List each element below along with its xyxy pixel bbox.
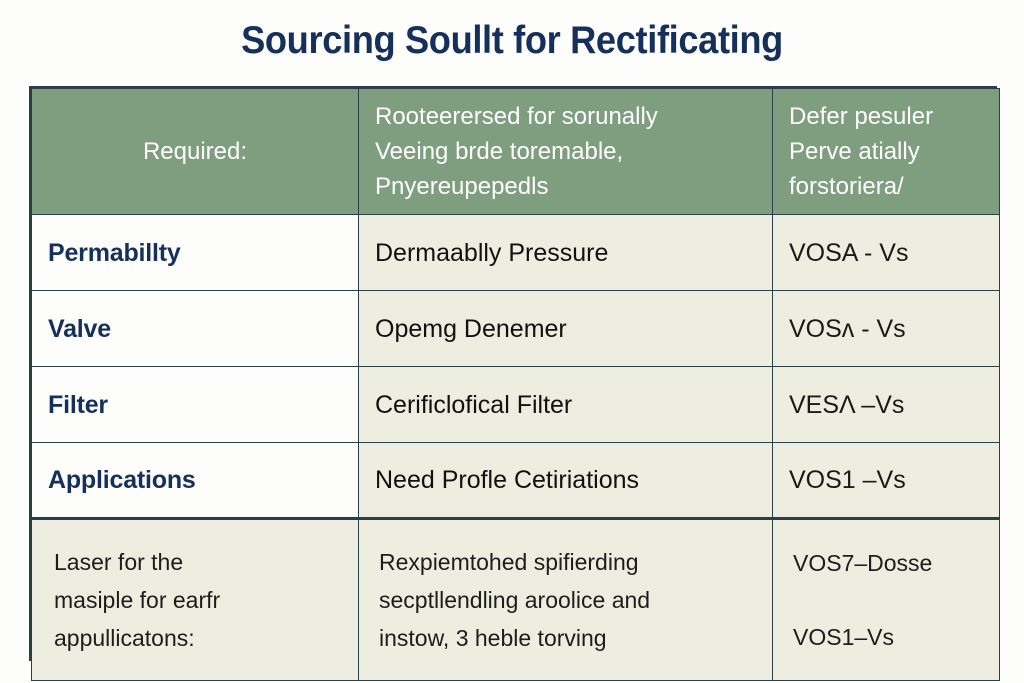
footer-line: appullicatons: [54,625,195,651]
header-cell-reference: Rooteerersed for sorunally Veeing brde t… [358,88,773,215]
header-line: Pnyereupepedls [375,173,549,200]
header-line: Veeing brde toremable, [375,138,624,165]
table-footer-row: Laser for the masiple for earfr appullic… [31,517,1000,681]
footer-line: Laser for the [54,549,184,575]
table-row: Filter Cerificlofical Filter VESΛ –Vs [31,366,1000,443]
header-line: Defer pesuler [789,103,934,130]
row-description: Dermaablly Pressure [358,214,773,291]
table-row: Permabillty Dermaablly Pressure VOSA - V… [31,214,1000,291]
footer-cell-description: Rexpiemtohed spifierding secptllendling … [358,517,773,681]
table-grid: Required: Rooteerersed for sorunally Vee… [31,88,1000,681]
footer-line: VOS1–Vs [793,624,894,650]
row-code: VOSʌ - Vs [772,290,1000,367]
header-cell-required: Required: [31,88,359,215]
footer-line: VOS7–Dosse [793,550,933,576]
footer-line: masiple for earfr [54,587,221,613]
row-label: Valve [31,290,359,367]
row-code: VOSA - Vs [772,214,1000,291]
footer-cell-codes: VOS7–Dosse VOS1–Vs [772,517,1000,681]
table-row: Valve Opemg Denemer VOSʌ - Vs [31,290,1000,367]
row-description: Cerificlofical Filter [358,366,773,443]
header-line: forstoriera/ [789,173,904,200]
requirements-table: Required: Rooteerersed for sorunally Vee… [29,86,1000,681]
row-code: VOS1 –Vs [772,442,1000,519]
row-label: Permabillty [31,214,359,291]
header-row: Required: Rooteerersed for sorunally Vee… [31,88,1000,215]
table-body: Permabillty Dermaablly Pressure VOSA - V… [31,214,1000,681]
row-code: VESΛ –Vs [772,366,1000,443]
header-line: Perve atially [789,138,920,165]
footer-line: secptllendling aroolice and [379,587,651,613]
header-cell-defer: Defer pesuler Perve atially forstoriera/ [772,88,1000,215]
page-title: Sourcing Soullt for Rectificating [241,19,783,62]
footer-cell-note: Laser for the masiple for earfr appullic… [31,517,359,681]
footer-line: instow, 3 heble torving [379,625,607,651]
row-description: Need Profle Cetiriations [358,442,773,519]
table-row: Applications Need Profle Cetiriations VO… [31,442,1000,519]
row-description: Opemg Denemer [358,290,773,367]
row-label: Applications [31,442,359,519]
table-header: Required: Rooteerersed for sorunally Vee… [31,88,1000,215]
footer-line: Rexpiemtohed spifierding [379,549,639,575]
row-label: Filter [31,366,359,443]
header-line: Rooteerersed for sorunally [375,103,658,130]
